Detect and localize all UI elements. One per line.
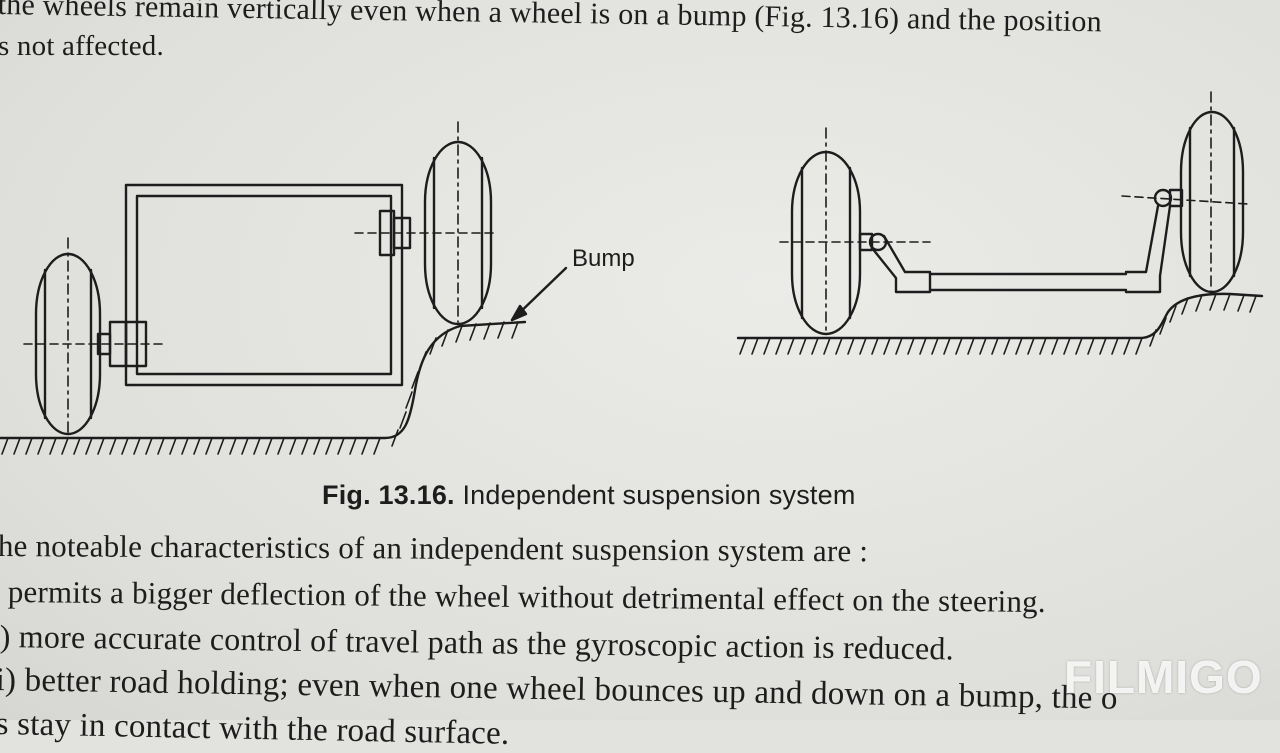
left-diagram: Bump [0,121,635,455]
list-item: ) more accurate control of travel path a… [0,618,955,667]
caption-number: Fig. 13.16. [322,480,455,510]
caption-title: Independent suspension system [454,480,856,510]
figure-caption: Fig. 13.16. Independent suspension syste… [322,480,856,511]
body-text-line: he noteable characteristics of an indepe… [0,528,869,569]
suspension-figure: Bump [0,91,1264,455]
list-item: permits a bigger deflection of the wheel… [7,574,1046,619]
right-diagram [736,91,1264,355]
list-item: s stay in contact with the road surface. [0,706,510,752]
body-text-line: s not affected. [0,30,164,62]
filmigo-watermark: FILMIGO [1064,651,1263,703]
bump-label: Bump [572,245,635,272]
